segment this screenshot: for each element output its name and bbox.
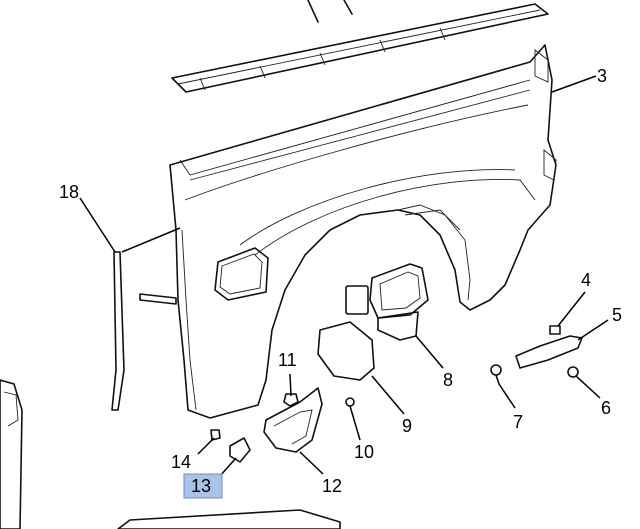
callout-18[interactable]: 18 <box>59 182 79 202</box>
bracket-13 <box>229 437 251 463</box>
callout-5[interactable]: 5 <box>612 305 622 325</box>
leader-lines <box>79 75 609 477</box>
mud-flap-12 <box>263 387 323 453</box>
adjacent-floor-bottom <box>117 509 341 529</box>
callout-10[interactable]: 10 <box>354 442 374 462</box>
callout-4[interactable]: 4 <box>581 270 591 290</box>
screw-7 <box>490 364 502 385</box>
callout-11[interactable]: 11 <box>278 350 297 370</box>
callout-8[interactable]: 8 <box>443 370 453 390</box>
trim-strip-5 <box>515 335 583 369</box>
callout-9[interactable]: 9 <box>402 416 412 436</box>
callout-14[interactable]: 14 <box>171 452 191 472</box>
callout-7[interactable]: 7 <box>513 412 523 432</box>
callout-6[interactable]: 6 <box>601 398 611 418</box>
callout-13-highlight <box>183 473 223 499</box>
clip-14 <box>210 429 221 441</box>
fastener-4 <box>549 325 561 335</box>
fuel-door-housing-8 <box>345 263 429 341</box>
fastener-6 <box>567 366 579 378</box>
callout-3[interactable]: 3 <box>597 66 607 86</box>
bolt-11 <box>283 393 299 407</box>
bed-side-panel <box>139 44 557 419</box>
weatherstrip-18 <box>111 251 125 411</box>
upper-rail <box>171 0 549 93</box>
callout-13[interactable]: 13 <box>191 476 211 496</box>
callout-12[interactable]: 12 <box>322 476 342 496</box>
fuel-door-9 <box>317 321 375 381</box>
adjacent-panel-left <box>0 379 23 529</box>
clip-10 <box>345 397 355 407</box>
